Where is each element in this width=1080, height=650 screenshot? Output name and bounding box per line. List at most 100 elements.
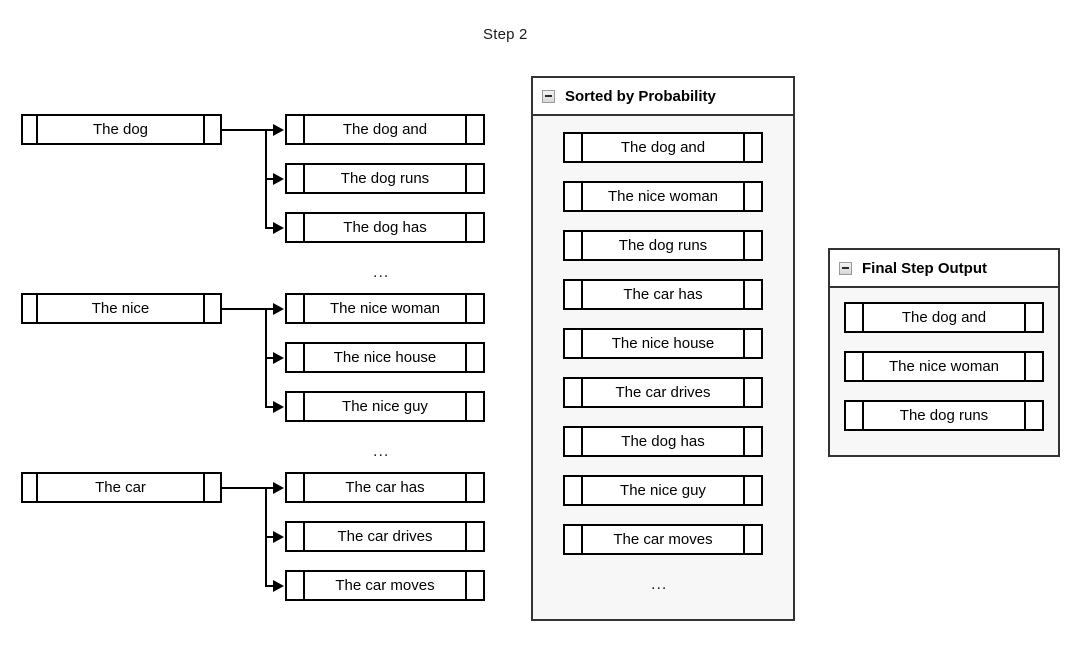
token-box-label: The dog runs	[618, 237, 708, 254]
connector-branch	[265, 307, 274, 310]
token-box-left-cell	[565, 526, 583, 553]
child-token-box[interactable]: The nice woman	[285, 293, 485, 324]
token-box-label: The nice woman	[607, 188, 719, 205]
token-box-label: The nice woman	[329, 300, 441, 317]
token-box-label: The nice woman	[888, 358, 1000, 375]
token-box-label: The car drives	[337, 528, 433, 545]
connector-stem	[222, 128, 267, 131]
token-box-left-cell	[846, 402, 864, 429]
minus-square-icon[interactable]	[839, 261, 852, 275]
token-box-right-cell	[743, 232, 761, 259]
token-box-left-cell	[565, 183, 583, 210]
token-box-label: The car moves	[613, 531, 713, 548]
source-token-box[interactable]: The nice	[21, 293, 222, 324]
connector-stem	[222, 307, 267, 310]
token-box-right-cell	[465, 165, 483, 192]
token-box-left-cell	[23, 116, 38, 143]
token-box-left-cell	[565, 379, 583, 406]
child-token-box[interactable]: The dog and	[285, 114, 485, 145]
arrow-head-icon	[273, 172, 284, 185]
token-box-label: The dog	[92, 121, 149, 138]
sorted-item-box[interactable]: The car drives	[563, 377, 763, 408]
token-box-right-cell	[465, 295, 483, 322]
final-item-box[interactable]: The dog and	[844, 302, 1044, 333]
final-panel-header[interactable]: Final Step Output	[830, 250, 1058, 288]
sorted-item-box[interactable]: The dog and	[563, 132, 763, 163]
page-title: Step 2	[483, 26, 528, 43]
token-box-left-cell	[287, 165, 305, 192]
token-box-right-cell	[465, 393, 483, 420]
source-token-box[interactable]: The dog	[21, 114, 222, 145]
final-item-box[interactable]: The dog runs	[844, 400, 1044, 431]
sorted-item-box[interactable]: The dog runs	[563, 230, 763, 261]
token-box-label: The car	[95, 479, 146, 496]
token-box-right-cell	[465, 214, 483, 241]
token-box-right-cell	[743, 428, 761, 455]
connector-branch	[265, 356, 274, 359]
token-box-label: The car drives	[615, 384, 711, 401]
child-token-box[interactable]: The nice guy	[285, 391, 485, 422]
connector-branch	[265, 535, 274, 538]
token-box-right-cell	[203, 116, 220, 143]
token-box-left-cell	[846, 304, 864, 331]
arrow-head-icon	[273, 351, 284, 364]
token-box-label: The dog runs	[899, 407, 989, 424]
final-item-box[interactable]: The nice woman	[844, 351, 1044, 382]
arrow-head-icon	[273, 302, 284, 315]
token-box-left-cell	[287, 214, 305, 241]
sorted-panel-header[interactable]: Sorted by Probability	[533, 78, 793, 116]
child-token-box[interactable]: The car has	[285, 472, 485, 503]
child-token-box[interactable]: The dog has	[285, 212, 485, 243]
token-box-right-cell	[203, 295, 220, 322]
sorted-item-box[interactable]: The nice house	[563, 328, 763, 359]
child-token-box[interactable]: The dog runs	[285, 163, 485, 194]
group-ellipsis: ...	[373, 264, 390, 281]
connector-branch	[265, 486, 274, 489]
token-box-left-cell	[287, 344, 305, 371]
sorted-item-box[interactable]: The dog has	[563, 426, 763, 457]
token-box-right-cell	[743, 526, 761, 553]
arrow-head-icon	[273, 579, 284, 592]
token-box-label: The dog has	[343, 219, 427, 236]
sorted-panel-title: Sorted by Probability	[565, 87, 716, 105]
connector-branch	[265, 405, 274, 408]
token-box-right-cell	[743, 183, 761, 210]
connector-branch	[265, 177, 274, 180]
token-box-left-cell	[565, 232, 583, 259]
child-token-box[interactable]: The car drives	[285, 521, 485, 552]
token-box-label: The dog runs	[340, 170, 430, 187]
sorted-item-box[interactable]: The nice woman	[563, 181, 763, 212]
connector-branch	[265, 226, 274, 229]
child-token-box[interactable]: The nice house	[285, 342, 485, 373]
token-box-right-cell	[465, 523, 483, 550]
sorted-item-box[interactable]: The car moves	[563, 524, 763, 555]
token-box-label: The car moves	[335, 577, 435, 594]
token-box-left-cell	[23, 474, 38, 501]
token-box-left-cell	[565, 134, 583, 161]
token-box-left-cell	[846, 353, 864, 380]
token-box-right-cell	[743, 281, 761, 308]
token-box-right-cell	[465, 572, 483, 599]
token-box-left-cell	[565, 477, 583, 504]
connector-branch	[265, 584, 274, 587]
token-box-left-cell	[287, 523, 305, 550]
source-token-box[interactable]: The car	[21, 472, 222, 503]
child-token-box[interactable]: The car moves	[285, 570, 485, 601]
minus-square-icon[interactable]	[542, 89, 555, 103]
sorted-item-box[interactable]: The nice guy	[563, 475, 763, 506]
token-box-label: The car has	[623, 286, 703, 303]
sorted-item-box[interactable]: The car has	[563, 279, 763, 310]
token-box-label: The dog and	[342, 121, 428, 138]
token-box-left-cell	[287, 572, 305, 599]
token-box-right-cell	[465, 116, 483, 143]
arrow-head-icon	[273, 123, 284, 136]
token-box-left-cell	[287, 393, 305, 420]
sorted-panel-ellipsis: ...	[651, 576, 668, 593]
token-box-label: The nice	[91, 300, 150, 317]
token-box-right-cell	[465, 474, 483, 501]
arrow-head-icon	[273, 530, 284, 543]
token-box-label: The nice guy	[342, 398, 428, 415]
